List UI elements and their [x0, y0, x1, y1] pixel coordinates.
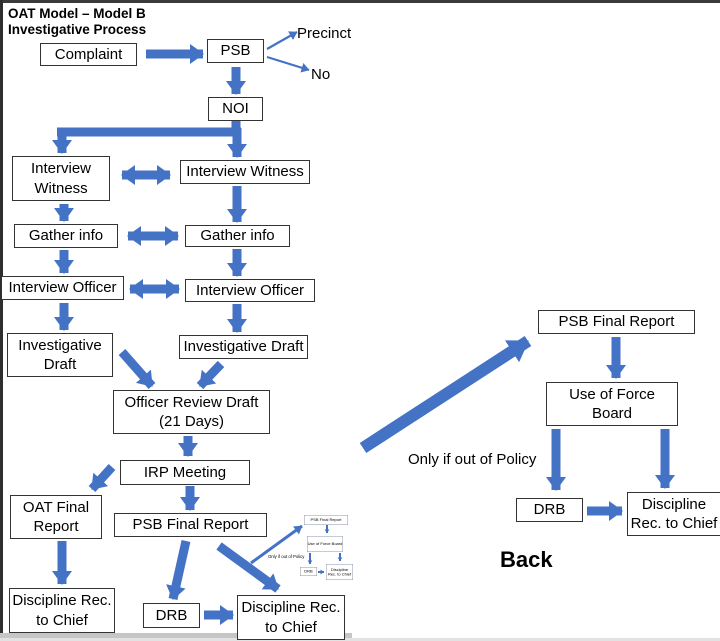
node-gather-info-left: Gather info — [14, 224, 118, 248]
node-interview-officer-left: Interview Officer — [1, 276, 124, 300]
node-detail-drb: DRB — [516, 498, 583, 522]
node-interview-officer-right: Interview Officer — [185, 279, 315, 302]
arrow-psb-report-to-discipline — [216, 542, 281, 593]
back-link[interactable]: Back — [500, 547, 553, 572]
bottom-gray-strip — [0, 633, 352, 641]
mini-node-drb: DRB — [300, 567, 317, 576]
node-detail-discipline-rec: Discipline Rec. to Chief — [627, 492, 720, 536]
arrow-irp-to-oat-report — [88, 463, 116, 493]
node-irp-meeting: IRP Meeting — [120, 460, 250, 485]
arrow-draft-left-to-review — [118, 349, 156, 389]
node-complaint: Complaint — [40, 43, 137, 66]
mini-node-discipline-rec: Discipline Rec. to Chief — [326, 564, 353, 580]
mini-diagram-thumbnail[interactable]: PSB Final Report Use of Force Board Only… — [268, 508, 358, 583]
arrow-psb-report-to-drb — [166, 540, 191, 600]
node-interview-witness-right: Interview Witness — [180, 160, 310, 184]
mini-node-use-of-force-board: Use of Force Board — [307, 536, 343, 552]
node-drb: DRB — [143, 603, 200, 628]
node-oat-final-report: OAT Final Report — [10, 495, 102, 539]
node-detail-psb-final-report: PSB Final Report — [538, 310, 695, 334]
node-psb-final-report: PSB Final Report — [114, 513, 267, 537]
node-interview-witness-left: Interview Witness — [12, 156, 110, 201]
node-officer-review-draft: Officer Review Draft (21 Days) — [113, 390, 270, 434]
diagram-title-line1: OAT Model – Model B — [8, 6, 146, 21]
node-psb: PSB — [207, 39, 264, 63]
arrow-psb-to-no — [266, 55, 310, 73]
node-discipline-rec-left: Discipline Rec. to Chief — [9, 588, 115, 633]
arrow-draft-right-to-review — [196, 360, 225, 390]
node-gather-info-right: Gather info — [185, 225, 290, 247]
arrow-link-to-mini-diagram — [250, 524, 303, 565]
node-noi: NOI — [208, 97, 263, 121]
arrow-zoom-to-detail-diagram — [359, 335, 532, 454]
diagram-title: OAT Model – Model B Investigative Proces… — [8, 6, 146, 38]
mini-node-psb-final-report: PSB Final Report — [304, 515, 348, 525]
label-only-if-out-of-policy: Only if out of Policy — [408, 451, 537, 468]
mini-label-only-if-out-of-policy: Only if out of Policy — [268, 554, 305, 559]
window-left-border — [0, 0, 3, 641]
label-no: No — [311, 66, 331, 83]
node-use-of-force-board: Use of Force Board — [546, 382, 678, 426]
arrow-psb-to-precinct — [266, 31, 298, 50]
mini-arrows-layer — [307, 525, 343, 575]
diagram-title-line2: Investigative Process — [8, 21, 147, 37]
node-discipline-rec-mid: Discipline Rec. to Chief — [237, 595, 345, 640]
bottom-edge-line — [0, 638, 720, 641]
window-top-border — [0, 0, 720, 3]
node-investigative-draft-left: Investigative Draft — [7, 333, 113, 377]
label-precinct: Precinct — [297, 25, 352, 42]
node-investigative-draft-right: Investigative Draft — [179, 335, 308, 359]
